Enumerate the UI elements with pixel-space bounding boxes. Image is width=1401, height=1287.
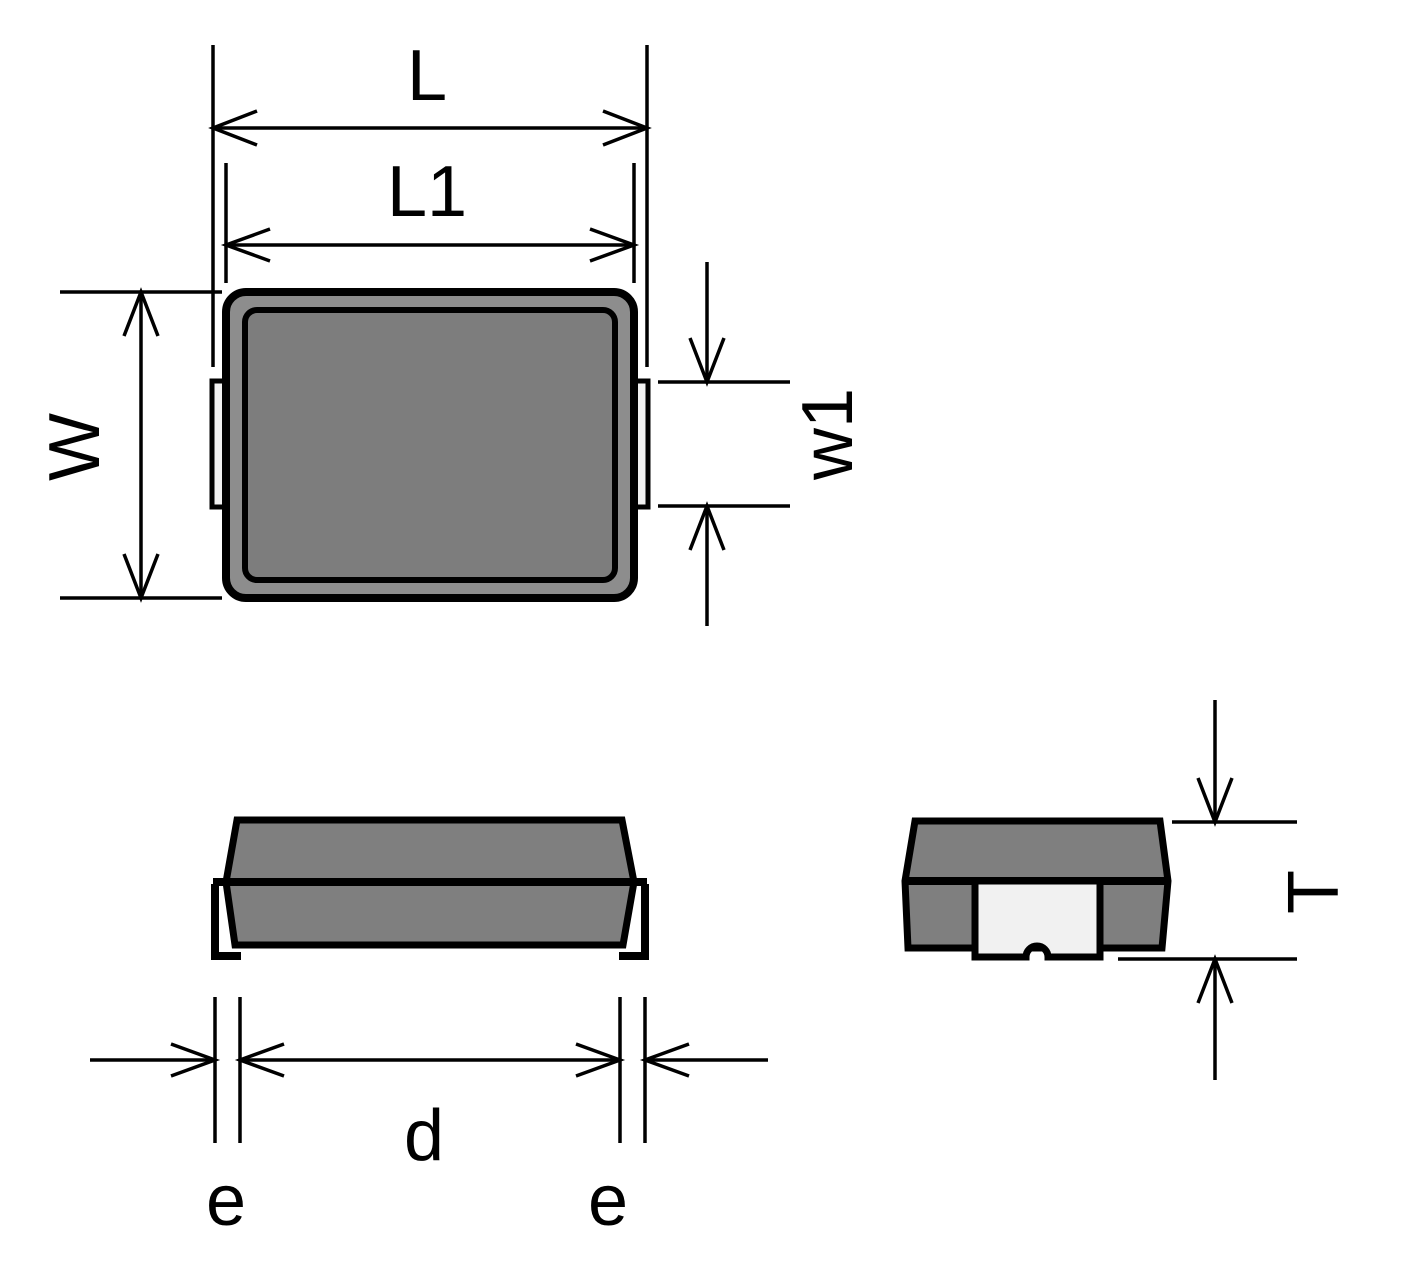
- dim-L1: L1: [220, 152, 640, 283]
- arrowhead-right-icon: [602, 109, 652, 147]
- arrowhead-right-icon: [589, 227, 640, 263]
- arrowhead-left-icon: [220, 227, 271, 263]
- dim-L: L: [208, 36, 652, 367]
- dim-label-L1: L1: [387, 152, 467, 232]
- dim-label-T: T: [1274, 870, 1354, 914]
- dim-label-e-right: e: [588, 1161, 628, 1241]
- side-view-terminal-right: [619, 884, 649, 960]
- dim-d-e: d e e: [90, 997, 768, 1241]
- arrowhead-right-icon: [575, 1042, 626, 1078]
- dim-label-w1: w1: [788, 388, 868, 481]
- arrowhead-down-icon: [688, 337, 726, 387]
- arrowhead-right-icon: [170, 1042, 221, 1078]
- top-view-body-inner: [242, 307, 618, 583]
- side-view: [211, 816, 649, 960]
- dim-w1: w1: [658, 262, 868, 626]
- dim-label-W: W: [35, 413, 115, 481]
- dim-label-L: L: [407, 36, 447, 116]
- end-view-terminal-plate: [971, 877, 1104, 961]
- dim-label-e-left: e: [206, 1161, 246, 1241]
- dim-T: T: [1118, 700, 1354, 1080]
- arrowhead-down-icon: [1196, 777, 1234, 827]
- arrowhead-left-icon: [234, 1042, 285, 1078]
- side-view-terminal-left: [211, 884, 241, 960]
- arrowhead-up-icon: [122, 287, 160, 337]
- end-view: [901, 817, 1172, 961]
- arrowhead-left-icon: [208, 109, 258, 147]
- top-view: [209, 288, 651, 602]
- dim-label-d: d: [404, 1096, 444, 1176]
- arrowhead-left-icon: [639, 1042, 690, 1078]
- arrowhead-up-icon: [688, 501, 726, 551]
- arrowhead-down-icon: [122, 553, 160, 603]
- dim-W: W: [35, 287, 222, 603]
- arrowhead-up-icon: [1196, 954, 1234, 1004]
